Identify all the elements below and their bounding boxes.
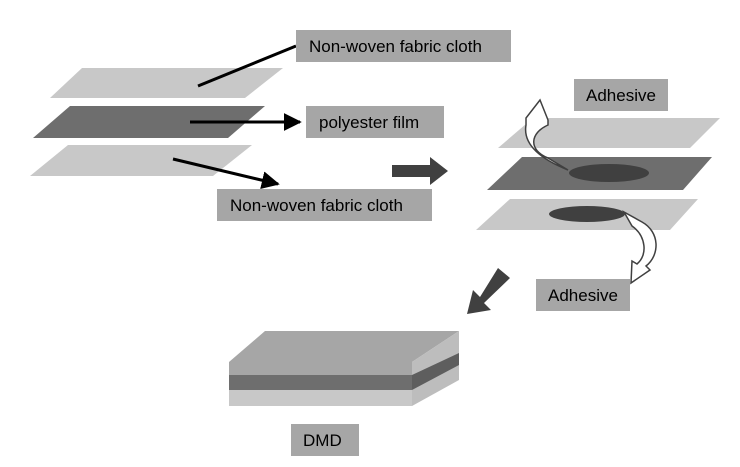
adhesive-top-curved-arrow (524, 98, 569, 171)
bottom-fabric-label-text: Non-woven fabric cloth (230, 196, 403, 215)
bottom-fabric-layer (30, 145, 252, 176)
polyester-film-layer (33, 106, 265, 138)
top-fabric-label: Non-woven fabric cloth (296, 30, 511, 62)
dmd-label: DMD (291, 424, 359, 456)
top-fabric-label-text: Non-woven fabric cloth (309, 37, 482, 56)
adhesive-bottom-curved-arrow (622, 210, 657, 285)
adhesive-bottom-label-text: Adhesive (548, 286, 618, 305)
adhesive-bottom-label: Adhesive (536, 279, 630, 311)
dmd-block-top-face (229, 331, 459, 362)
dmd-block-film-band (229, 375, 412, 390)
dmd-label-text: DMD (303, 431, 342, 450)
right-top-fabric-layer (498, 118, 720, 148)
bottom-fabric-pointer (172, 157, 280, 190)
dmd-block-lower-fabric (229, 390, 412, 406)
top-fabric-pointer (197, 44, 297, 88)
dmd-block-side-film (412, 353, 459, 390)
bottom-fabric-label: Non-woven fabric cloth (217, 189, 432, 221)
adhesive-spot-film (569, 164, 649, 182)
film-label-text: polyester film (319, 113, 419, 132)
right-process-arrow (392, 157, 448, 185)
film-label: polyester film (306, 106, 444, 138)
dmd-block-upper-fabric (229, 362, 412, 375)
top-fabric-layer (50, 68, 283, 98)
adhesive-top-label-text: Adhesive (586, 86, 656, 105)
adhesive-spot-fabric (549, 206, 625, 222)
adhesive-top-label: Adhesive (574, 79, 668, 111)
down-process-arrow (467, 268, 510, 314)
